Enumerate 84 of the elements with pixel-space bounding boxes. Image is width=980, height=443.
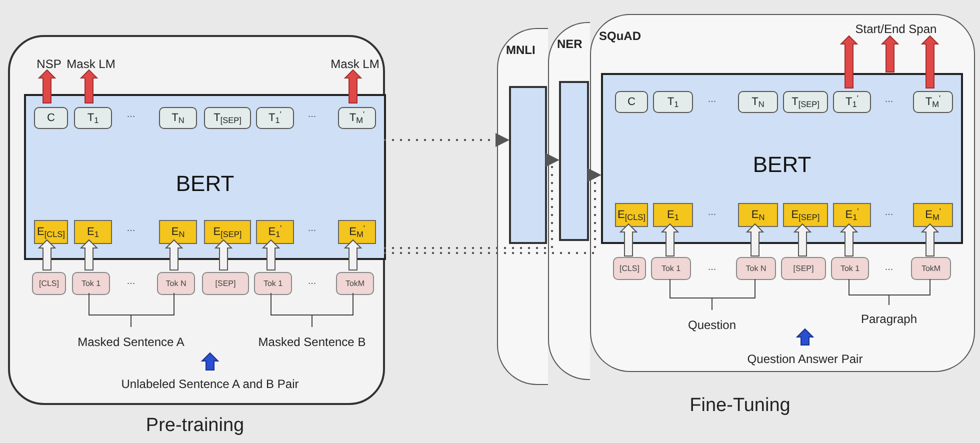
- input-token: Tok 1: [831, 257, 869, 280]
- sequence-label: Paragraph: [860, 311, 918, 328]
- task-heading: NER: [557, 36, 582, 53]
- block-arrow: [840, 35, 858, 88]
- block-arrow: [920, 223, 940, 256]
- pretraining-panel: [8, 35, 385, 405]
- block-arrow: [840, 223, 858, 256]
- output-label: Start/End Span: [831, 21, 961, 37]
- block-arrow: [660, 223, 680, 256]
- dotted-arrow: [384, 168, 602, 254]
- block-arrow: [344, 239, 362, 270]
- block-arrow: [214, 239, 233, 270]
- ellipsis: ...: [126, 275, 136, 289]
- ellipsis: ...: [884, 93, 894, 107]
- embedding-token: E$_{1}$: [653, 203, 693, 227]
- block-arrow: [262, 239, 280, 270]
- block-arrow: [344, 69, 362, 104]
- input-token: TokM: [336, 272, 374, 295]
- input-token: Tok N: [157, 272, 195, 295]
- task-heading: SQuAD: [599, 28, 641, 45]
- input-token: [CLS]: [613, 257, 646, 280]
- section-caption: Fine-Tuning: [690, 394, 790, 418]
- sequence-label: Question Answer Pair: [747, 351, 863, 368]
- output-token: T$_{N}$: [738, 91, 778, 113]
- model-box: [559, 81, 589, 241]
- output-token: T$_{N}$: [159, 107, 197, 129]
- input-token: [SEP]: [781, 257, 826, 280]
- block-arrow: [80, 239, 98, 270]
- output-token: T$_{1}$: [653, 91, 693, 113]
- embedding-token: E$_{N}$: [159, 220, 197, 244]
- block-arrow: [880, 35, 900, 72]
- ellipsis: ...: [308, 275, 316, 289]
- output-token: T$_{[SEP]}$: [783, 91, 828, 113]
- block-arrow: [920, 35, 940, 88]
- model-label: BERT: [752, 151, 812, 180]
- output-token: C: [34, 107, 68, 129]
- input-token: [SEP]: [202, 272, 249, 295]
- block-arrow: [80, 69, 98, 104]
- embedding-token: E$_{[CLS]}$: [615, 203, 648, 227]
- ellipsis: ...: [126, 108, 136, 122]
- embedding-token: E$_{[CLS]}$: [34, 220, 68, 244]
- output-label: Mask LM: [323, 56, 387, 72]
- model-box: [24, 94, 386, 260]
- block-arrow: [38, 239, 56, 270]
- input-token: Tok 1: [254, 272, 292, 295]
- block-arrow: [746, 223, 764, 256]
- ellipsis: ...: [126, 222, 136, 236]
- sequence-label: Masked Sentence B: [258, 334, 366, 351]
- task-card: [497, 28, 548, 385]
- embedding-token: E$_{1}$: [74, 220, 112, 244]
- ellipsis: ...: [308, 222, 316, 236]
- dotted-arrow: [384, 133, 510, 147]
- ellipsis: ...: [708, 261, 716, 275]
- output-token: C: [615, 91, 648, 113]
- embedding-token: E$_{[SEP]}$: [204, 220, 251, 244]
- task-card: [590, 14, 975, 372]
- block-arrow: [793, 223, 812, 256]
- ellipsis: ...: [708, 206, 716, 220]
- sequence-label: Unlabeled Sentence A and B Pair: [121, 376, 299, 393]
- model-label: BERT: [176, 170, 234, 198]
- sequence-label: Question: [688, 317, 736, 334]
- output-label: NSP: [29, 56, 69, 72]
- ellipsis: ...: [308, 108, 316, 122]
- ellipsis: ...: [884, 206, 894, 220]
- input-token: Tok 1: [651, 257, 691, 280]
- block-arrow: [164, 239, 184, 270]
- embedding-token: E$_{[SEP]}$: [783, 203, 828, 227]
- model-box: [601, 73, 963, 244]
- input-token: Tok N: [736, 257, 776, 280]
- input-token: TokM: [911, 257, 951, 280]
- dotted-arrow: [384, 153, 560, 249]
- ellipsis: ...: [884, 261, 894, 275]
- ellipsis: ...: [708, 93, 716, 107]
- sequence-label: Masked Sentence A: [78, 334, 184, 351]
- section-caption: Pre-training: [146, 414, 244, 438]
- output-token: T$_{[SEP]}$: [204, 107, 251, 129]
- model-box: [509, 86, 547, 244]
- task-heading: MNLI: [506, 42, 536, 59]
- input-token: Tok 1: [72, 272, 110, 295]
- block-arrow: [38, 69, 56, 104]
- embedding-token: E$_{N}$: [738, 203, 778, 227]
- input-token: [CLS]: [32, 272, 66, 295]
- output-token: T$_{1}$: [74, 107, 112, 129]
- block-arrow: [619, 223, 638, 256]
